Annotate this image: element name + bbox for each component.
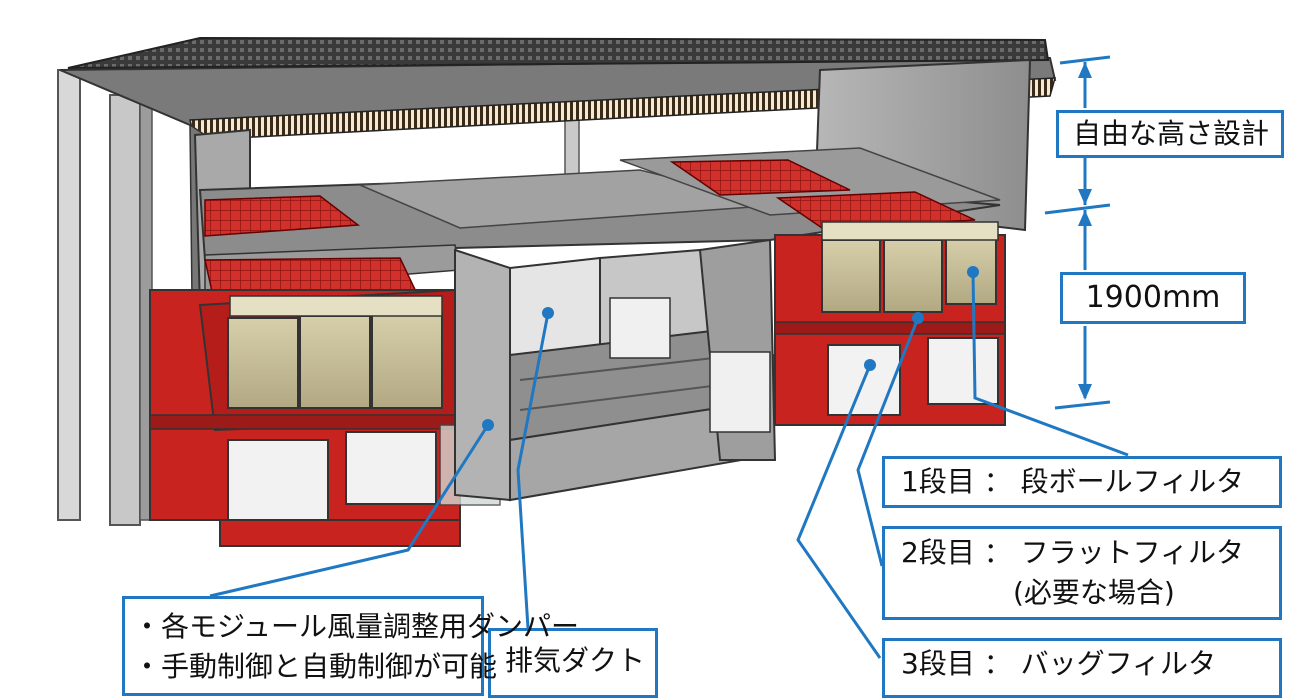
filter-stage3-label: 3段目 ： バッグフィルタ [882, 638, 1282, 698]
exhaust-duct-text: 排気ダクト [505, 644, 646, 677]
filter-stage1-label: 1段目 ： 段ボールフィルタ [882, 456, 1282, 508]
damper-text-1: ・各モジュール風量調整用ダンパー [133, 610, 580, 643]
filter-stage2-note: (必要な場合) [1013, 576, 1175, 609]
damper-label: ・各モジュール風量調整用ダンパー ・手動制御と自動制御が可能 [122, 596, 580, 696]
height-design-label: 自由な高さ設計 [1056, 110, 1284, 158]
left-support-posts [57, 69, 580, 526]
right-filter-module [774, 221, 1006, 426]
filter-stage3-text: 3段目 ： バッグフィルタ [901, 647, 1217, 680]
height-design-text: 自由な高さ設計 [1073, 117, 1270, 150]
callout-lines [209, 271, 1129, 659]
module-height-text: 1900mm [1085, 280, 1221, 315]
filter-stage2-text: 2段目 ： フラットフィルタ [901, 536, 1245, 569]
damper-text-2: ・手動制御と自動制御が可能 [133, 650, 498, 683]
filter-stage2-label: 2段目 ： フラットフィルタ (必要な場合) [882, 526, 1282, 620]
module-height-label: 1900mm [1060, 272, 1246, 324]
callout-dots [482, 266, 979, 431]
filter-stage1-text: 1段目 ： 段ボールフィルタ [901, 465, 1245, 498]
height-dimension-lines [1044, 55, 1111, 410]
left-filter-module [149, 288, 462, 547]
central-exhaust-duct [454, 238, 777, 502]
